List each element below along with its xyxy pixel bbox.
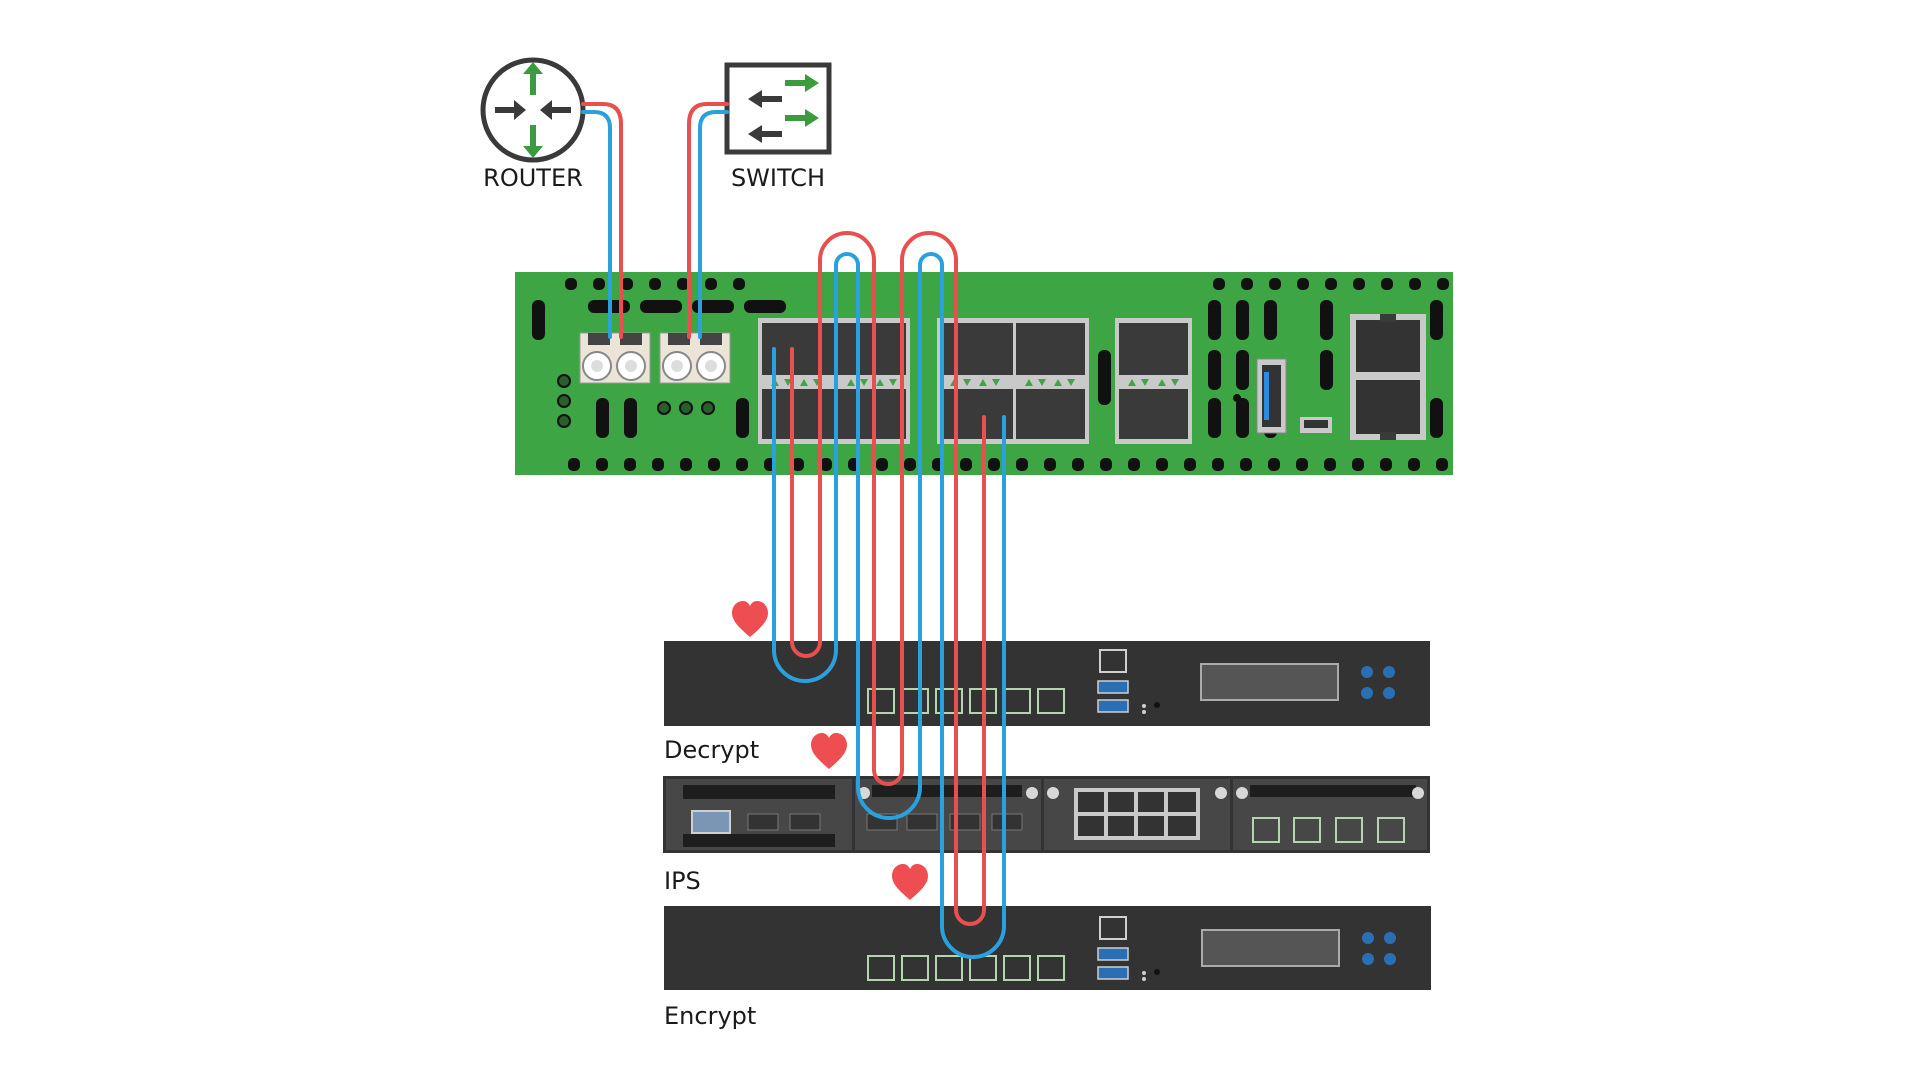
- decrypt-appliance: [664, 641, 1430, 726]
- ips-appliance: [663, 776, 1430, 853]
- switch-icon: [724, 62, 832, 155]
- ips-cable-blue: [856, 252, 944, 928]
- heart-icon: [732, 601, 768, 637]
- router: ROUTER: [480, 57, 586, 192]
- switch: SWITCH: [724, 62, 832, 192]
- decrypt-cable-blue: [772, 252, 860, 789]
- router-cable-blue: [581, 110, 612, 339]
- ips-cable-red: [872, 231, 958, 912]
- router-label: ROUTER: [483, 164, 583, 192]
- router-icon: [480, 57, 586, 163]
- decrypt-cable-red: [790, 231, 876, 772]
- ips-label: IPS: [664, 867, 701, 895]
- encrypt-appliance: [664, 906, 1431, 990]
- fiber-port: [579, 332, 651, 384]
- sfp-cage: [1115, 318, 1192, 444]
- fiber-port: [659, 332, 731, 384]
- encrypt-cable-blue: [940, 415, 1006, 959]
- packet-broker: [515, 272, 1453, 475]
- decrypt-label: Decrypt: [664, 736, 759, 764]
- heart-icon: [892, 864, 928, 900]
- usb-port: [1256, 358, 1287, 434]
- router-cable-red: [581, 102, 623, 339]
- management-port: [1350, 314, 1426, 440]
- encrypt-label: Encrypt: [664, 1002, 756, 1030]
- switch-cable-red: [687, 102, 729, 339]
- switch-label: SWITCH: [731, 164, 825, 192]
- sfp-cage: [937, 318, 1089, 444]
- encrypt-cable-red: [954, 415, 986, 926]
- switch-cable-blue: [698, 110, 729, 339]
- heart-icon: [811, 733, 847, 769]
- mini-usb-port: [1300, 417, 1332, 433]
- cables: [581, 102, 1006, 959]
